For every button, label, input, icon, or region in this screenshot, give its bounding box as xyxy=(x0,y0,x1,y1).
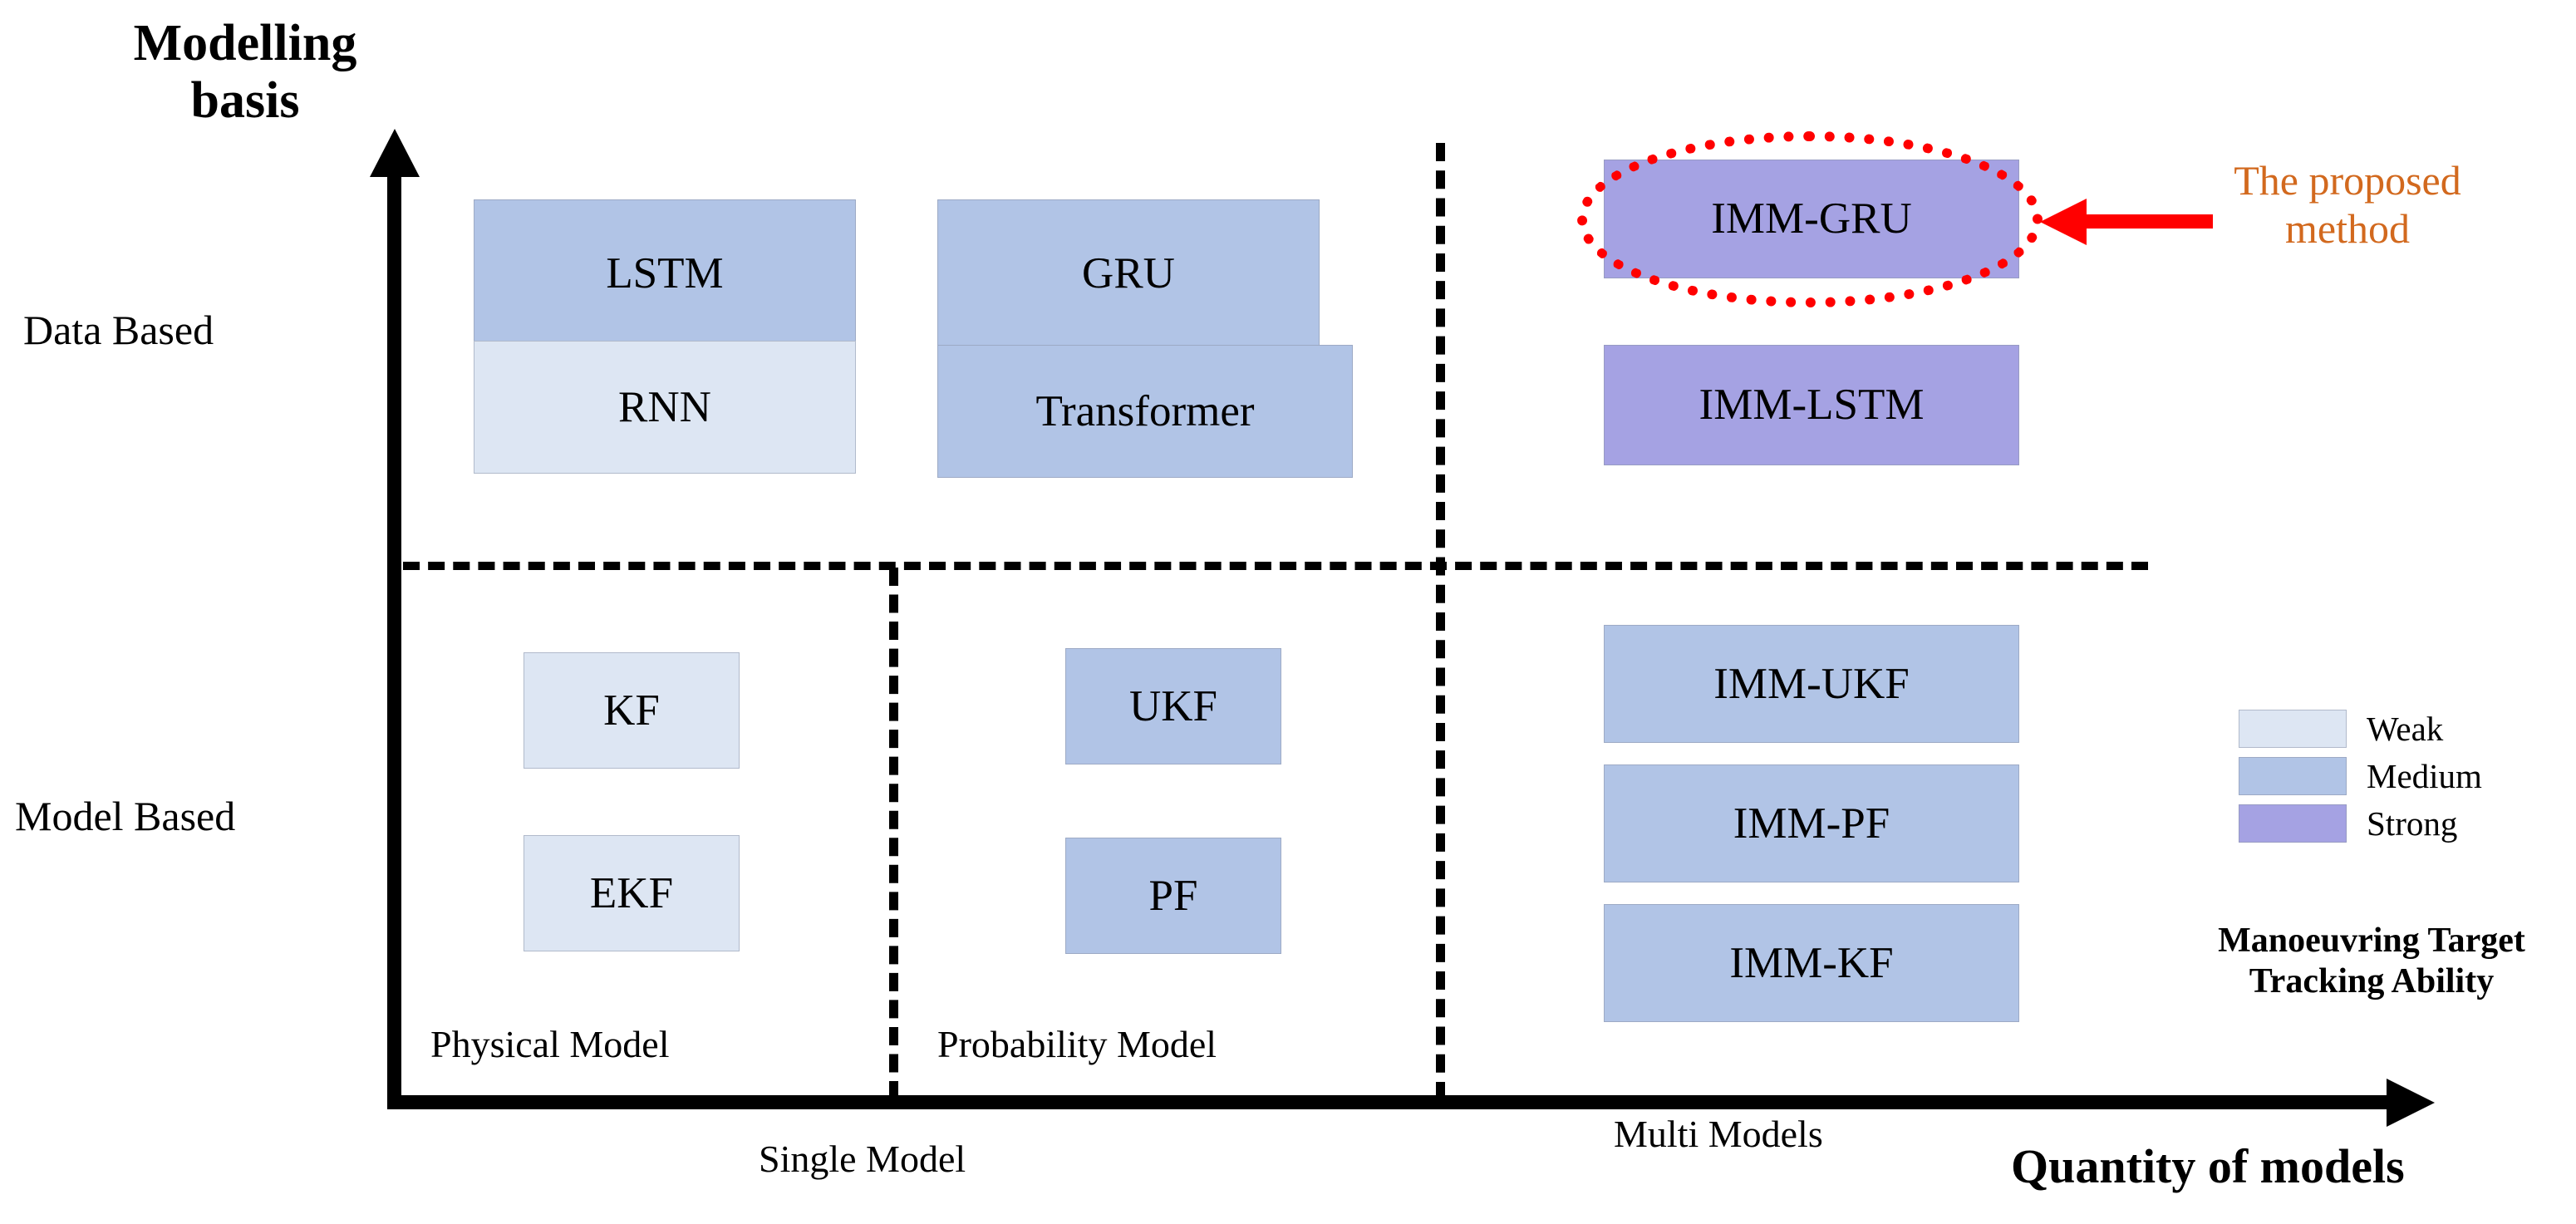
annotation-text: The proposed method xyxy=(2234,157,2461,252)
row-label-model-based: Model Based xyxy=(15,793,236,839)
method-box-label: RNN xyxy=(618,382,711,431)
method-box-label: PF xyxy=(1148,871,1198,920)
method-box-rnn[interactable]: RNN xyxy=(474,341,856,474)
y-axis-arrowhead-icon xyxy=(370,129,420,177)
legend-swatch-medium xyxy=(2239,757,2347,795)
method-box-imm-kf[interactable]: IMM-KF xyxy=(1604,904,2019,1022)
vertical-divider-single-model xyxy=(889,568,898,1099)
method-box-label: IMM-KF xyxy=(1729,938,1894,987)
method-box-kf[interactable]: KF xyxy=(524,652,740,769)
method-box-imm-pf[interactable]: IMM-PF xyxy=(1604,764,2019,882)
x-tick-label-single-model: Single Model xyxy=(759,1138,966,1180)
annotation-arrow-head-icon xyxy=(2040,199,2087,245)
column-label-physical-model: Physical Model xyxy=(430,1023,670,1065)
method-box-label: GRU xyxy=(1082,248,1175,297)
method-box-imm-lstm[interactable]: IMM-LSTM xyxy=(1604,345,2019,465)
legend-item-strong: Strong xyxy=(2239,804,2482,843)
method-box-lstm[interactable]: LSTM xyxy=(474,199,856,347)
vertical-divider-multi-model xyxy=(1436,143,1445,1100)
method-box-label: Transformer xyxy=(1035,386,1255,435)
legend-label: Weak xyxy=(2367,710,2444,748)
x-tick-label-multi-models: Multi Models xyxy=(1614,1113,1823,1155)
method-box-pf[interactable]: PF xyxy=(1065,838,1281,954)
method-box-label: UKF xyxy=(1128,681,1218,730)
row-label-data-based: Data Based xyxy=(23,307,214,353)
legend-item-weak: Weak xyxy=(2239,709,2482,749)
x-axis-title: Quantity of models xyxy=(2011,1139,2405,1193)
legend-item-medium: Medium xyxy=(2239,756,2482,796)
method-box-label: EKF xyxy=(589,868,674,917)
method-box-label: KF xyxy=(603,686,660,735)
method-box-imm-gru[interactable]: IMM-GRU xyxy=(1604,160,2019,278)
method-box-label: IMM-UKF xyxy=(1713,659,1910,708)
method-box-label: IMM-GRU xyxy=(1711,194,1912,243)
legend-label: Medium xyxy=(2367,757,2482,795)
column-label-probability-model: Probability Model xyxy=(937,1023,1217,1065)
y-axis-line xyxy=(387,166,401,1105)
method-box-imm-ukf[interactable]: IMM-UKF xyxy=(1604,625,2019,743)
method-box-gru[interactable]: GRU xyxy=(937,199,1320,347)
legend-caption: Manoeuvring Target Tracking Ability xyxy=(2218,922,2525,1000)
legend-label: Strong xyxy=(2367,804,2458,843)
x-axis-arrowhead-icon xyxy=(2387,1079,2435,1127)
horizontal-quadrant-divider xyxy=(403,562,2148,570)
legend-swatch-strong xyxy=(2239,804,2347,843)
method-box-ekf[interactable]: EKF xyxy=(524,835,740,951)
method-box-label: LSTM xyxy=(606,248,724,297)
method-box-transformer[interactable]: Transformer xyxy=(937,345,1353,478)
y-axis-title: Modelling basis xyxy=(133,15,357,130)
legend-swatch-weak xyxy=(2239,710,2347,748)
method-box-label: IMM-PF xyxy=(1733,799,1890,848)
x-axis-line xyxy=(387,1095,2398,1109)
method-box-label: IMM-LSTM xyxy=(1698,381,1925,429)
annotation-arrow-shaft xyxy=(2084,214,2213,229)
method-box-ukf[interactable]: UKF xyxy=(1065,648,1281,764)
